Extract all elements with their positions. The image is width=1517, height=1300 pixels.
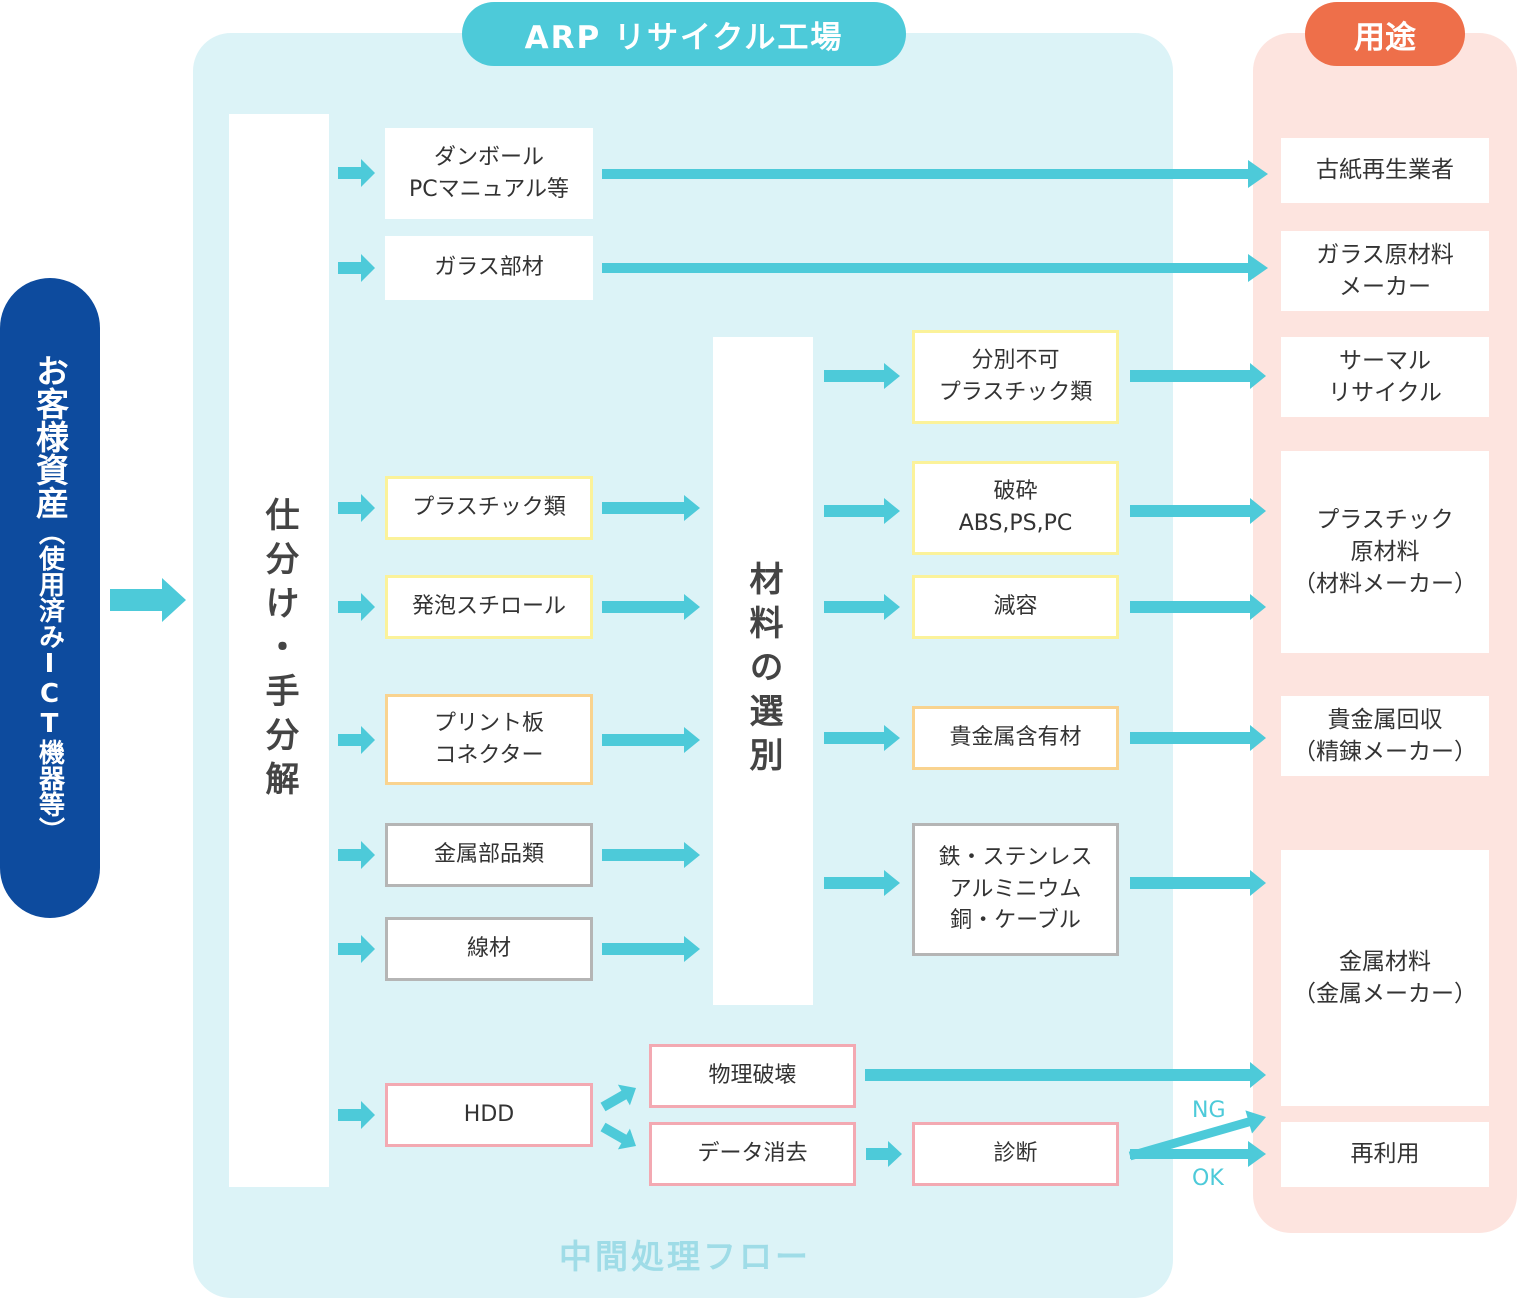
customer-assets-label: お客様資産 <box>30 353 70 519</box>
item-metal-parts: 金属部品類 <box>385 823 593 887</box>
use-precious-metal-recovery: 貴金属回収 （精錬メーカー） <box>1281 696 1489 776</box>
arrow-item-to-select-2 <box>602 727 700 753</box>
intermediate-process-flow-caption: 中間処理フロー <box>559 1237 811 1276</box>
item-cardboard: ダンボール PCマニュアル等 <box>385 128 593 219</box>
process-metals: 鉄・ステンレス アルミニウム 銅・ケーブル <box>912 823 1119 956</box>
arrow-sort-to-item-3 <box>338 593 375 621</box>
arrow-process-to-use-0 <box>1130 363 1266 389</box>
process-volume-reduction: 減容 <box>912 575 1119 639</box>
arrow-item-to-select-3 <box>602 842 700 868</box>
sort-disassembly-label: 仕分け・手分解 <box>259 496 299 805</box>
arrow-select-to-process-3 <box>824 725 900 751</box>
arrow-process-to-use-4 <box>1130 870 1266 896</box>
arrow-sort-to-item-6 <box>338 935 375 963</box>
arrow-item-to-select-4 <box>602 936 700 962</box>
process-precious-metal: 貴金属含有材 <box>912 706 1119 770</box>
item-styrofoam: 発泡スチロール <box>385 575 593 639</box>
use-paper-recycler: 古紙再生業者 <box>1281 138 1489 203</box>
arrow-sort-to-item-0 <box>338 159 375 187</box>
arrow-item-to-select-1 <box>602 594 700 620</box>
arrow-hdd-to-erasure <box>600 1122 636 1150</box>
process-crush: 破砕 ABS,PS,PC <box>912 461 1119 555</box>
arrow-select-to-process-1 <box>824 498 900 524</box>
item-pcb: プリント板 コネクター <box>385 694 593 785</box>
arrow-glass-to-glass-maker <box>602 254 1268 282</box>
arrow-cardboard-to-paper <box>602 160 1268 188</box>
sort-disassembly-column: 仕分け・手分解 <box>229 114 329 1187</box>
process-data-erasure: データ消去 <box>649 1122 856 1186</box>
arrow-sort-to-item-7 <box>338 1101 375 1129</box>
arrow-destruction-to-metal <box>865 1062 1266 1088</box>
arrow-select-to-process-0 <box>824 363 900 389</box>
arrow-process-to-use-3 <box>1130 725 1266 751</box>
arrow-diagnosis-ng <box>1128 1110 1266 1161</box>
use-glass-maker: ガラス原材料 メーカー <box>1281 231 1489 311</box>
arrow-sort-to-item-5 <box>338 841 375 869</box>
arrow-diagnosis-ok <box>1130 1141 1266 1167</box>
item-wire: 線材 <box>385 917 593 981</box>
item-glass: ガラス部材 <box>385 236 593 300</box>
material-selection-column: 材料の選別 <box>713 337 813 1005</box>
arrow-select-to-process-2 <box>824 594 900 620</box>
use-metal-material: 金属材料 （金属メーカー） <box>1281 850 1489 1106</box>
arrow-hdd-to-destruction <box>600 1084 636 1112</box>
factory-title: ARP リサイクル工場 <box>462 2 906 66</box>
material-selection-label: 材料の選別 <box>743 561 783 781</box>
arrow-item-to-select-0 <box>602 495 700 521</box>
arrow-process-to-use-2 <box>1130 594 1266 620</box>
customer-assets-sub: （使用済みICT機器等） <box>34 518 65 843</box>
arrow-process-to-use-1 <box>1130 498 1266 524</box>
item-plastics: プラスチック類 <box>385 476 593 540</box>
arrow-sort-to-item-4 <box>338 726 375 754</box>
use-reuse: 再利用 <box>1281 1122 1489 1187</box>
use-thermal-recycle: サーマル リサイクル <box>1281 337 1489 417</box>
item-hdd: HDD <box>385 1083 593 1147</box>
arrow-sort-to-item-2 <box>338 494 375 522</box>
customer-assets: お客様資産（使用済みICT機器等） <box>0 278 100 918</box>
use-title: 用途 <box>1305 2 1465 66</box>
ng-label: NG <box>1192 1098 1226 1123</box>
arrow-select-to-process-4 <box>824 870 900 896</box>
process-physical-destruction: 物理破壊 <box>649 1044 856 1108</box>
process-unsortable-plastics: 分別不可 プラスチック類 <box>912 330 1119 424</box>
arrow-erasure-to-diagnosis <box>866 1141 902 1167</box>
process-diagnosis: 診断 <box>912 1122 1119 1186</box>
arrow-customer-to-sorting <box>110 578 186 622</box>
arrow-sort-to-item-1 <box>338 254 375 282</box>
use-plastic-raw-material: プラスチック 原材料 （材料メーカー） <box>1281 451 1489 653</box>
ok-label: OK <box>1192 1166 1224 1191</box>
